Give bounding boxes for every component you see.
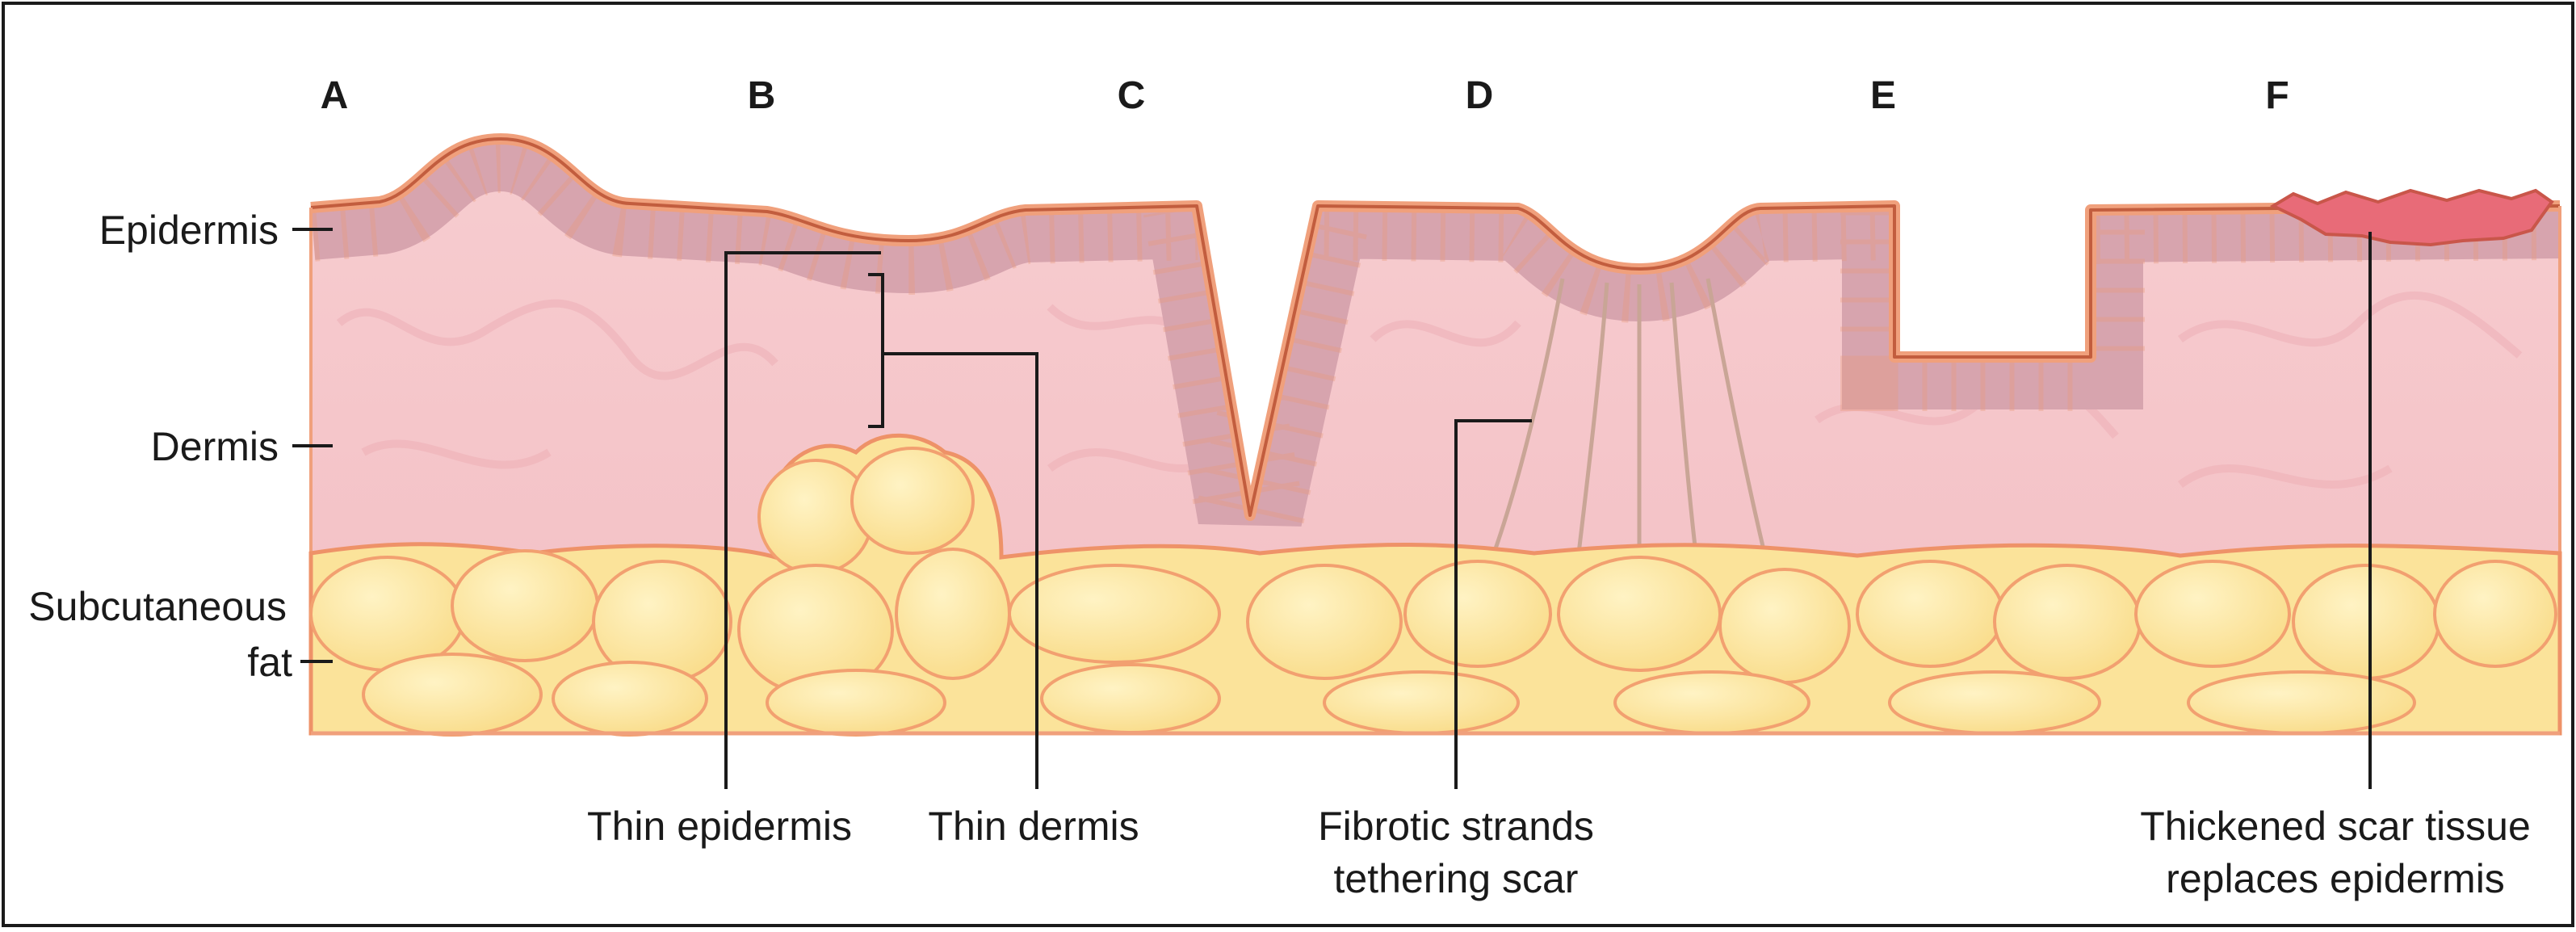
annotation-fibrotic-1: Fibrotic strands	[1318, 804, 1594, 849]
panel-letter-d: D	[1466, 74, 1494, 117]
label-epidermis: Epidermis	[99, 208, 279, 253]
skin-surface-outline	[310, 137, 2561, 517]
leader-thin-dermis	[883, 352, 1038, 789]
scar-tissue	[2269, 188, 2554, 247]
bracket-thin-dermis	[868, 273, 884, 428]
annotation-scar-2: replaces epidermis	[2166, 856, 2505, 901]
annotation-thin-epidermis: Thin epidermis	[587, 804, 852, 849]
panel-letter-c: C	[1118, 74, 1146, 117]
panel-letter-b: B	[748, 74, 776, 117]
annotation-scar-1: Thickened scar tissue	[2140, 804, 2531, 849]
label-dermis: Dermis	[151, 424, 279, 469]
subcutaneous-fat-layer	[308, 433, 2562, 737]
panel-letter-e: E	[1870, 74, 1896, 117]
annotation-thin-dermis: Thin dermis	[928, 804, 1139, 849]
panel-letter-a: A	[321, 74, 349, 117]
leader-thin-epidermis	[724, 251, 881, 789]
panel-letter-f: F	[2265, 74, 2289, 117]
leader-fibrotic-strands	[1454, 419, 1532, 789]
label-subcutaneous: Subcutaneous	[28, 584, 287, 629]
fibrotic-strands	[1491, 278, 1767, 554]
label-fat: fat	[247, 640, 292, 685]
annotation-fibrotic-2: tethering scar	[1334, 856, 1579, 901]
